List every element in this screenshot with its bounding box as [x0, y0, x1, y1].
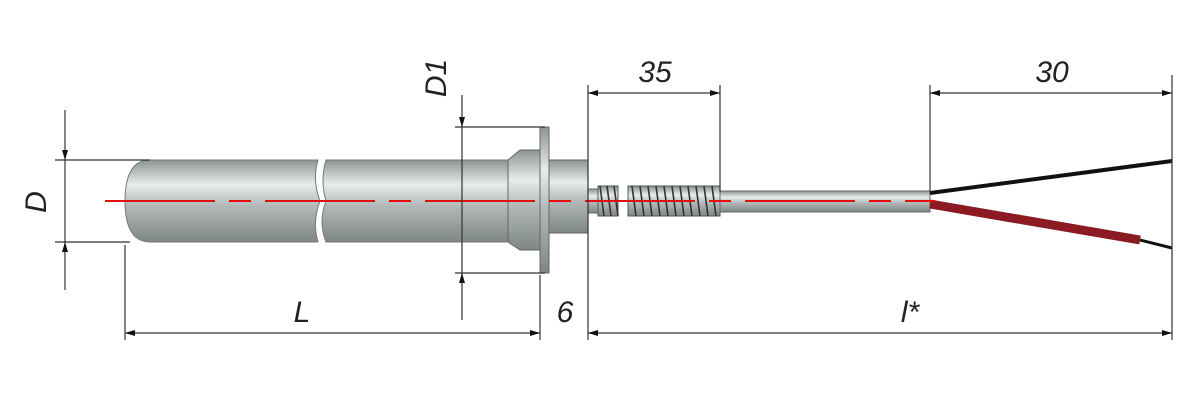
red-wire — [929, 199, 1141, 245]
label-6: 6 — [557, 296, 574, 329]
lead-wires — [929, 159, 1173, 250]
label-l: L — [294, 296, 311, 329]
black-wire — [929, 159, 1173, 195]
label-d1: D1 — [420, 59, 453, 97]
extension-lines — [55, 75, 1173, 340]
label-cable-length: l* — [901, 296, 921, 329]
label-d: D — [20, 191, 53, 213]
black-wire-tip — [1139, 238, 1173, 250]
dimension-lines — [62, 90, 1172, 336]
label-35: 35 — [638, 56, 672, 89]
label-30: 30 — [1035, 56, 1069, 89]
